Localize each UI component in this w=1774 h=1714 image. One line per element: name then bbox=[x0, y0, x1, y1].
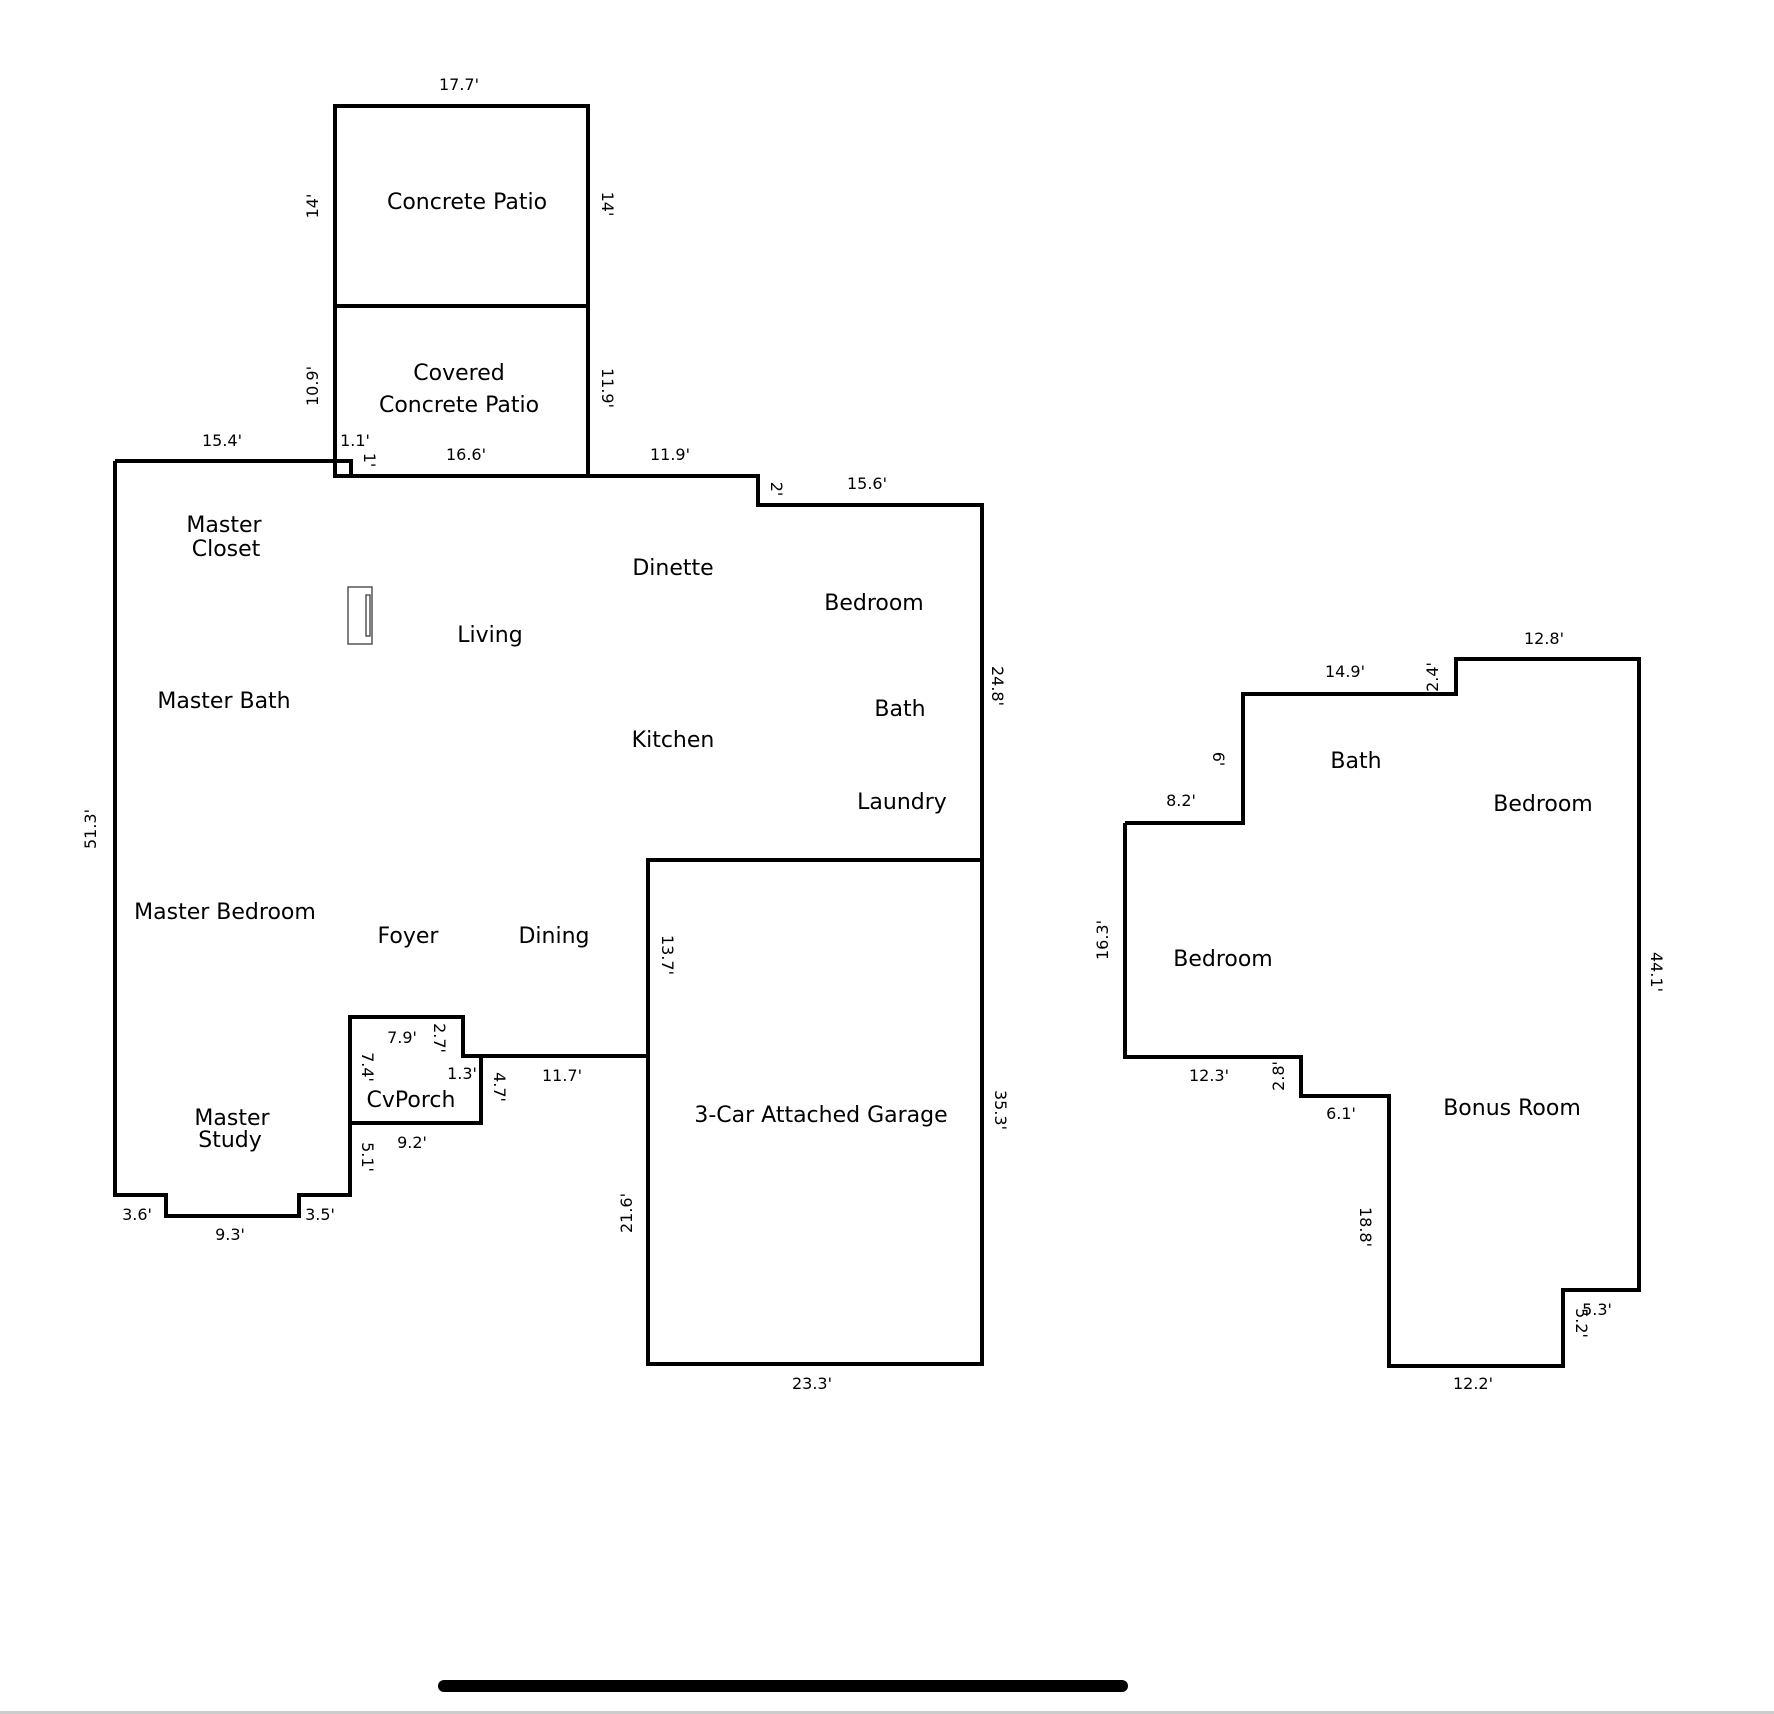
dim-porch-bottom: 9.2' bbox=[397, 1133, 427, 1152]
dim-up-notch-h: 5.3' bbox=[1582, 1300, 1612, 1319]
dim-left-side: 51.3' bbox=[81, 809, 100, 849]
dim-up-bottom-left: 12.3' bbox=[1189, 1066, 1229, 1085]
home-indicator[interactable] bbox=[438, 1680, 1128, 1692]
dim-up-left: 16.3' bbox=[1093, 920, 1112, 960]
room-bedroom-main: Bedroom bbox=[824, 591, 924, 616]
room-bath-main: Bath bbox=[874, 697, 925, 722]
room-foyer: Foyer bbox=[378, 924, 440, 949]
dim-study-bottom: 9.3' bbox=[215, 1225, 245, 1244]
dim-porch-notch-v: 2.7' bbox=[430, 1023, 449, 1053]
room-living: Living bbox=[457, 623, 522, 648]
room-master-closet-line2: Closet bbox=[192, 537, 261, 562]
room-covered-patio-line2: Concrete Patio bbox=[379, 393, 539, 418]
room-bath-upper: Bath bbox=[1330, 749, 1381, 774]
dim-porch-notch-h: 1.3' bbox=[447, 1064, 477, 1083]
room-master-closet-line1: Master bbox=[186, 513, 262, 538]
room-garage: 3-Car Attached Garage bbox=[694, 1103, 947, 1128]
dim-right-upper: 24.8' bbox=[988, 666, 1007, 706]
covered-patio-outline bbox=[333, 306, 590, 478]
dim-up-notch-v: 5.2' bbox=[1572, 1308, 1591, 1338]
concrete-patio-outline bbox=[333, 104, 590, 308]
room-bonus: Bonus Room bbox=[1443, 1096, 1581, 1121]
dim-up-step-v: 2.4' bbox=[1423, 662, 1442, 692]
dim-porch-left: 7.4' bbox=[358, 1052, 377, 1082]
room-cvporch: CvPorch bbox=[367, 1088, 456, 1113]
room-bedroom-upper-right: Bedroom bbox=[1493, 792, 1593, 817]
dim-study-step-right: 3.5' bbox=[305, 1205, 335, 1224]
bottom-divider bbox=[0, 1711, 1774, 1714]
dim-small-1: 1' bbox=[360, 453, 379, 468]
dim-garage-right: 35.3' bbox=[991, 1090, 1010, 1130]
room-master-bath: Master Bath bbox=[157, 689, 290, 714]
dim-up-top-right: 12.8' bbox=[1524, 629, 1564, 648]
upper-floor-outline bbox=[1123, 657, 1641, 1368]
dim-patio-top: 17.7' bbox=[439, 75, 479, 94]
dim-top-mid: 11.9' bbox=[650, 445, 690, 464]
garage-wall bbox=[646, 858, 982, 1056]
dim-covered-bottom: 16.6' bbox=[446, 445, 486, 464]
dim-study-step-left: 3.6' bbox=[122, 1205, 152, 1224]
dim-small-1-1: 1.1' bbox=[340, 431, 370, 450]
room-laundry: Laundry bbox=[857, 790, 947, 815]
dim-garage-left-lower: 21.6' bbox=[617, 1193, 636, 1233]
main-floor-outline bbox=[113, 459, 984, 1366]
dim-garage-bottom: 23.3' bbox=[792, 1374, 832, 1393]
dim-top-right: 15.6' bbox=[847, 474, 887, 493]
dim-study-right: 5.1' bbox=[358, 1142, 377, 1172]
dim-up-step-b-v: 2.8' bbox=[1269, 1061, 1288, 1091]
dim-up-right: 44.1' bbox=[1647, 952, 1666, 992]
dim-step-2: 2' bbox=[767, 482, 786, 497]
dim-up-step-left-v: 6' bbox=[1209, 752, 1228, 767]
cvporch-outline bbox=[348, 1015, 481, 1123]
room-dining: Dining bbox=[518, 924, 589, 949]
room-covered-patio-line1: Covered bbox=[413, 361, 504, 386]
dim-porch-right: 4.7' bbox=[490, 1072, 509, 1102]
dim-up-lower-left: 18.8' bbox=[1356, 1207, 1375, 1247]
fireplace-insert bbox=[365, 594, 371, 637]
dim-top-left: 15.4' bbox=[202, 431, 242, 450]
room-master-study-line1: Master bbox=[194, 1106, 270, 1131]
dim-porch-top: 7.9' bbox=[387, 1028, 417, 1047]
dim-up-step-b-h: 6.1' bbox=[1326, 1104, 1356, 1123]
dim-covered-right: 11.9' bbox=[598, 368, 617, 408]
room-master-study-line2: Study bbox=[198, 1128, 262, 1153]
room-kitchen: Kitchen bbox=[632, 728, 715, 753]
dim-patio-right: 14' bbox=[598, 192, 617, 217]
dim-porch-to-garage: 11.7' bbox=[542, 1066, 582, 1085]
dim-up-top-mid: 14.9' bbox=[1325, 662, 1365, 681]
dim-up-step-left-h: 8.2' bbox=[1166, 791, 1196, 810]
dim-garage-left-upper: 13.7' bbox=[658, 935, 677, 975]
dim-patio-left: 14' bbox=[303, 194, 322, 219]
room-master-bedroom: Master Bedroom bbox=[134, 900, 316, 925]
room-bedroom-upper-left: Bedroom bbox=[1173, 947, 1273, 972]
fireplace-icon bbox=[347, 586, 373, 645]
room-concrete-patio: Concrete Patio bbox=[387, 190, 547, 215]
dim-covered-left: 10.9' bbox=[303, 366, 322, 406]
dim-up-bottom: 12.2' bbox=[1453, 1374, 1493, 1393]
room-dinette: Dinette bbox=[632, 556, 713, 581]
